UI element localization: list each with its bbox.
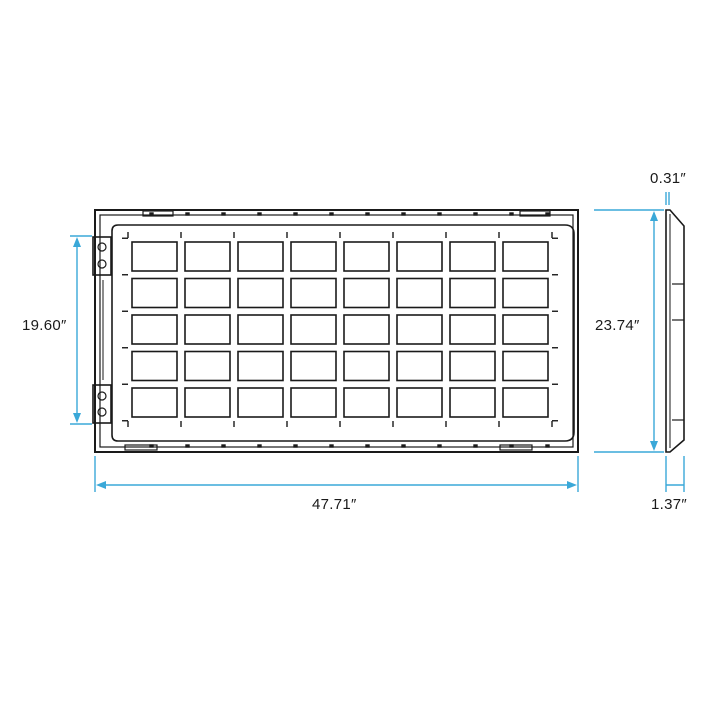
lens-cell: [343, 314, 390, 345]
frame-rivet: [509, 444, 514, 448]
lens-cell: [290, 314, 337, 345]
frame-rivet: [329, 212, 334, 216]
lens-cell: [502, 241, 549, 272]
top-clip-left: [142, 210, 174, 217]
frame-rivet: [365, 444, 370, 448]
lens-cell: [290, 241, 337, 272]
lens-cell: [131, 314, 178, 345]
lens-cell: [131, 387, 178, 418]
lens-cell: [449, 350, 496, 382]
lens-cell: [131, 350, 178, 382]
lens-cell: [343, 350, 390, 382]
panel-side-view: [665, 209, 685, 453]
frame-rivet: [545, 444, 550, 448]
depth-dimension-label: 1.37″: [651, 496, 688, 513]
inner-height-label: 19.60″: [22, 317, 67, 334]
panel-tray-outline: [111, 224, 575, 442]
side-profile-outline: [665, 209, 685, 453]
lens-cell: [290, 350, 337, 382]
frame-rivet: [401, 212, 406, 216]
frame-rivet: [257, 444, 262, 448]
lens-cell: [343, 277, 390, 309]
lens-cell: [502, 314, 549, 345]
lens-cell: [449, 241, 496, 272]
frame-rivet: [221, 212, 226, 216]
lens-cell: [290, 277, 337, 309]
lens-cell: [237, 387, 284, 418]
lens-cell: [396, 277, 443, 309]
junction-box-bottom: [92, 384, 112, 424]
lens-cell: [237, 241, 284, 272]
frame-rivet: [329, 444, 334, 448]
frame-rivet: [293, 444, 298, 448]
frame-rivet: [149, 212, 154, 216]
lens-cell: [184, 314, 231, 345]
frame-rivet: [473, 444, 478, 448]
lens-cell: [290, 387, 337, 418]
panel-front-view: [92, 209, 579, 453]
junction-box-top: [92, 236, 112, 276]
arrow-right: [567, 481, 577, 489]
width-dimension-label: 47.71″: [312, 496, 357, 513]
top-clip-right: [519, 210, 551, 217]
knockout-icon: [97, 391, 107, 401]
knockout-icon: [97, 242, 107, 252]
frame-rivet: [149, 444, 154, 448]
lens-cell: [131, 241, 178, 272]
frame-rivet: [509, 212, 514, 216]
frame-rivet: [437, 212, 442, 216]
frame-rivet: [221, 444, 226, 448]
knockout-icon: [97, 407, 107, 417]
lens-cell: [237, 277, 284, 309]
bottom-clip-left: [124, 444, 158, 451]
frame-ticks: [122, 212, 558, 448]
lip-depth-label: 0.31″: [650, 170, 687, 187]
lens-cell: [343, 241, 390, 272]
lens-cell: [449, 387, 496, 418]
lens-cell: [237, 350, 284, 382]
frame-rivet: [185, 444, 190, 448]
lens-cell: [184, 241, 231, 272]
knockout-icon: [97, 259, 107, 269]
lens-cell: [237, 314, 284, 345]
frame-rivet: [401, 444, 406, 448]
arrow-left: [96, 481, 106, 489]
frame-rivet: [293, 212, 298, 216]
lens-cell: [502, 350, 549, 382]
lens-cell: [184, 387, 231, 418]
height-dimension-label: 23.74″: [595, 317, 640, 334]
lens-cell: [343, 387, 390, 418]
lens-cell-grid: [131, 241, 549, 418]
frame-rivet: [473, 212, 478, 216]
lens-cell: [502, 387, 549, 418]
lens-cell: [449, 277, 496, 309]
lens-cell: [184, 277, 231, 309]
lens-cell: [449, 314, 496, 345]
lens-cell: [396, 314, 443, 345]
frame-rivet: [545, 212, 550, 216]
frame-rivet: [185, 212, 190, 216]
frame-rivet: [257, 212, 262, 216]
lens-cell: [131, 277, 178, 309]
dimension-lines: [70, 192, 685, 492]
bottom-clip-right: [499, 444, 533, 451]
lens-cell: [396, 387, 443, 418]
panel-inner-frame: [99, 214, 574, 448]
frame-rivet: [437, 444, 442, 448]
lens-cell: [396, 241, 443, 272]
lens-cell: [502, 277, 549, 309]
lens-cell: [184, 350, 231, 382]
lens-cell: [396, 350, 443, 382]
frame-rivet: [365, 212, 370, 216]
panel-outer-frame: [94, 209, 579, 453]
